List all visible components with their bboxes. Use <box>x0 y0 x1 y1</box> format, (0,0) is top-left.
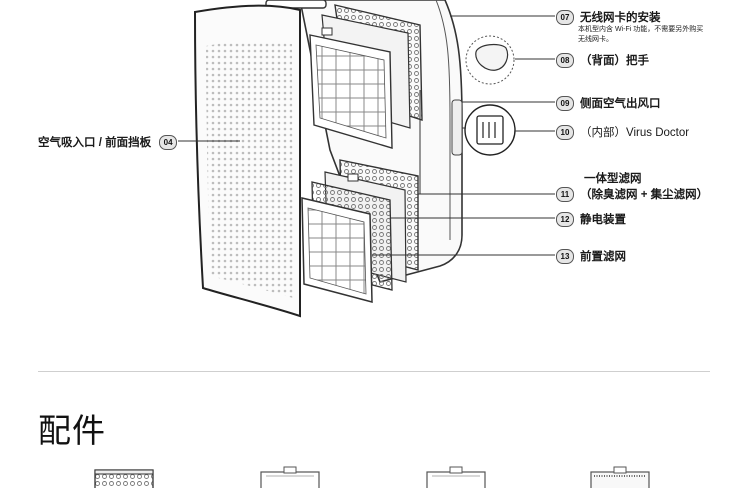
handle-detail <box>465 35 515 85</box>
callout-number: 11 <box>556 187 574 202</box>
leader-lines <box>178 15 555 256</box>
callout-number: 07 <box>556 9 574 25</box>
callout-number: 04 <box>159 134 178 150</box>
accessory-front-filter-2 <box>426 466 486 488</box>
virus-doctor-detail <box>462 104 516 156</box>
front-panel <box>193 4 301 318</box>
callout-number: 13 <box>556 248 574 264</box>
callout-12: 12 静电装置 <box>556 211 626 227</box>
accessory-integrated-filter <box>94 469 154 488</box>
callout-label: 无线网卡的安装 <box>580 12 661 24</box>
wifi-note: 本机型内含 Wi-Fi 功能，不需要另外购买 无线网卡。 <box>578 25 703 45</box>
callout-label-sub: （除臭滤网 + 集尘滤网） <box>580 189 709 201</box>
callout-number: 10 <box>556 124 574 140</box>
wifi-note-line1: 本机型内含 Wi-Fi 功能，不需要另外购买 <box>578 26 704 33</box>
callout-07: 07 无线网卡的安装 <box>556 9 661 25</box>
callout-09: 09 侧面空气出风口 <box>556 95 661 111</box>
section-divider <box>38 371 710 372</box>
callout-11: 11 一体型滤网 （除臭滤网 + 集尘滤网） <box>556 171 708 203</box>
callout-label: （内部）Virus Doctor <box>580 127 690 139</box>
callout-label: 静电装置 <box>580 214 626 226</box>
callout-number: 12 <box>556 211 574 227</box>
callout-label: 一体型滤网 <box>584 173 642 185</box>
section-title: 配件 <box>38 412 106 449</box>
callout-label-group: 一体型滤网 （除臭滤网 + 集尘滤网） <box>580 171 708 203</box>
callout-label: 侧面空气出风口 <box>580 98 661 110</box>
callout-number: 09 <box>556 95 574 111</box>
integrated-filter-lower <box>301 159 419 303</box>
accessory-front-filter <box>260 466 320 488</box>
purifier-exploded-diagram <box>178 0 555 318</box>
callout-10: 10 （内部）Virus Doctor <box>556 124 689 140</box>
wifi-note-line2: 无线网卡。 <box>578 36 613 43</box>
callout-label: 前置滤网 <box>580 251 626 263</box>
callout-04: 空气吸入口 / 前面挡板 04 <box>38 134 178 150</box>
callout-13: 13 前置滤网 <box>556 248 626 264</box>
callout-08: 08 （背面）把手 <box>556 52 649 68</box>
callout-label: 空气吸入口 / 前面挡板 <box>38 137 152 149</box>
integrated-filter-upper <box>309 4 423 149</box>
callout-number: 08 <box>556 52 574 68</box>
accessory-electrostatic <box>590 466 650 488</box>
callout-label: （背面）把手 <box>580 55 649 67</box>
